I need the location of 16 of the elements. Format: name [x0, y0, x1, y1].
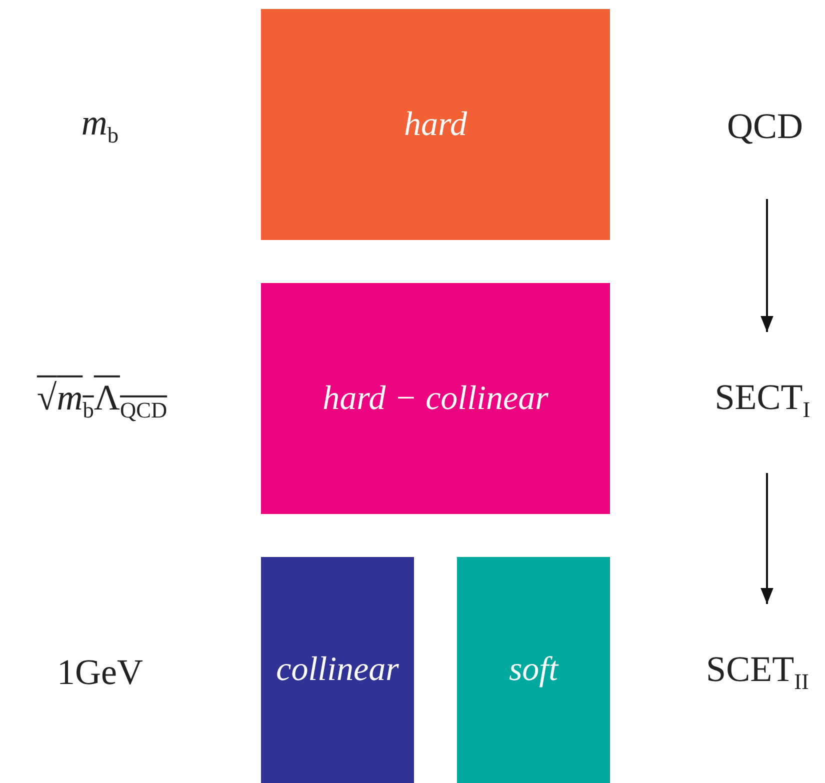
region-label: hard − collinear — [322, 380, 548, 418]
scale-label: 1GeV — [57, 651, 143, 693]
region-box — [457, 557, 610, 783]
region-label: soft — [508, 651, 558, 689]
scale-label: m$_{b}$ — [81, 101, 119, 149]
theory-label: SCET$_{II}$ — [706, 648, 809, 696]
region-label: hard — [404, 106, 467, 144]
theory-label: SECT$_{I}$ — [714, 376, 810, 424]
region-box — [261, 557, 414, 783]
arrow — [760, 199, 774, 332]
region-box — [261, 9, 610, 240]
region-box — [261, 283, 610, 514]
scale-label: √m$_{b}$Λ$_{QCD}$ — [36, 376, 168, 424]
theory-label: QCD — [726, 105, 803, 147]
arrow — [760, 473, 774, 604]
region-label: collinear — [276, 651, 399, 689]
